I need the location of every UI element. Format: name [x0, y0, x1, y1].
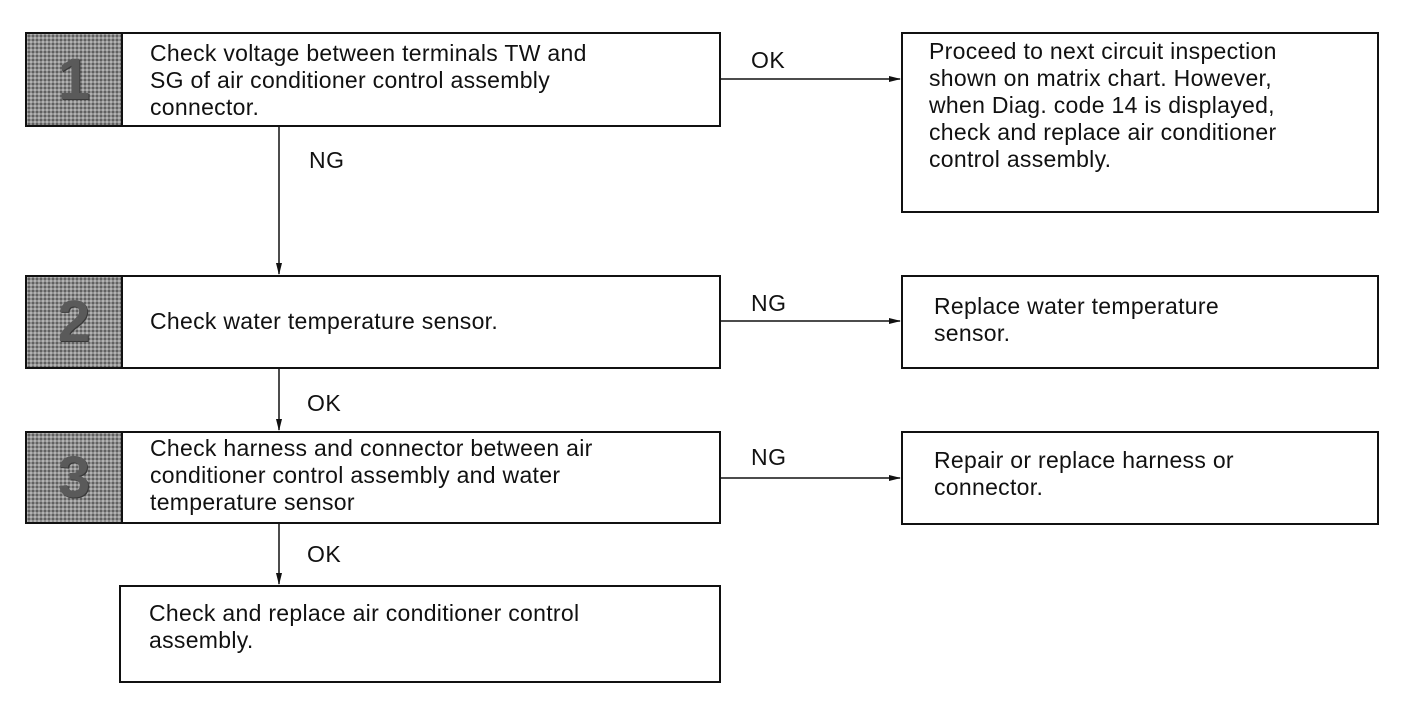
step-1-badge: 1	[25, 32, 123, 127]
label-step1-ng: NG	[309, 147, 345, 173]
step-3-box: Check harness and connector between air …	[121, 431, 721, 524]
result-2-text: Replace water temperature sensor.	[934, 293, 1219, 346]
step-3-number: 3	[57, 444, 91, 510]
step-3-badge: 3	[25, 431, 123, 524]
final-action-box: Check and replace air conditioner contro…	[119, 585, 721, 683]
step-2-badge: 2	[25, 275, 123, 369]
step-2-text: Check water temperature sensor.	[150, 308, 499, 334]
label-step3-ng: NG	[751, 444, 787, 470]
step-1-text: Check voltage between terminals TW and S…	[150, 40, 587, 120]
step-2-box: Check water temperature sensor.	[121, 275, 721, 369]
step-3-text: Check harness and connector between air …	[150, 435, 593, 515]
result-1-box: Proceed to next circuit inspection shown…	[901, 32, 1379, 213]
step-2-number: 2	[57, 289, 91, 354]
step-1-box: Check voltage between terminals TW and S…	[121, 32, 721, 127]
label-step3-ok: OK	[307, 541, 342, 567]
label-step2-ng: NG	[751, 290, 787, 316]
label-step1-ok: OK	[751, 47, 786, 73]
label-step2-ok: OK	[307, 390, 342, 416]
step-1-number: 1	[57, 46, 91, 112]
result-2-box: Replace water temperature sensor.	[901, 275, 1379, 369]
result-1-text: Proceed to next circuit inspection shown…	[929, 38, 1277, 172]
final-action-text: Check and replace air conditioner contro…	[149, 600, 580, 653]
result-3-text: Repair or replace harness or connector.	[934, 447, 1234, 500]
result-3-box: Repair or replace harness or connector.	[901, 431, 1379, 525]
